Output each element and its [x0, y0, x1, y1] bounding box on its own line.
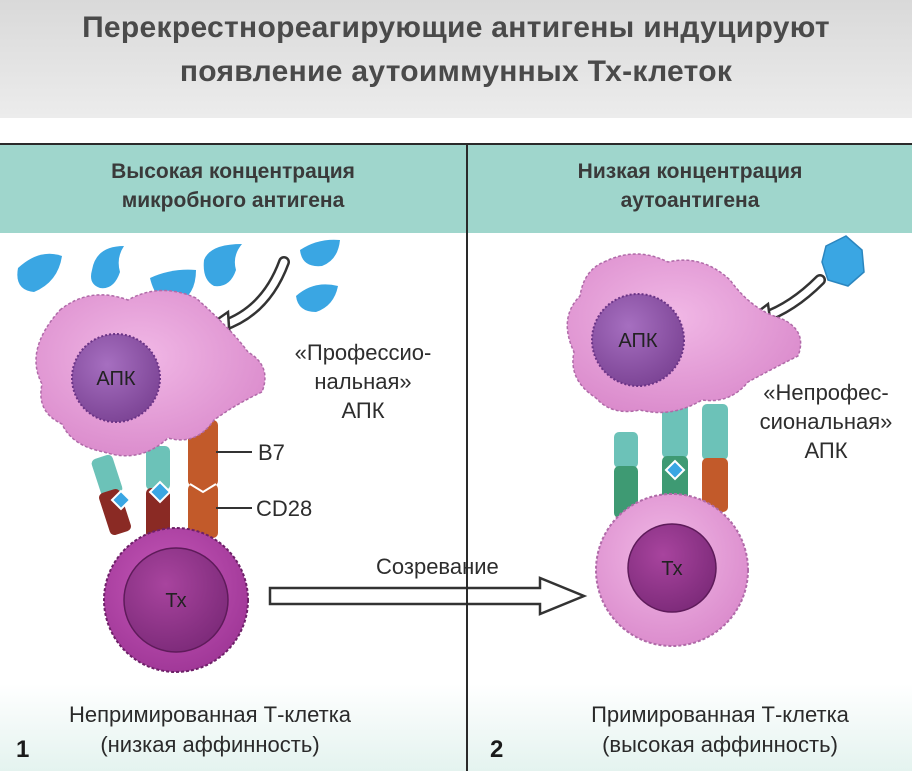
antigen-drop-icon	[203, 244, 242, 287]
maturation-arrow	[268, 576, 588, 616]
antigen-drop-icon	[17, 253, 62, 292]
panel-2-apc-type-label: «Непрофес- сиональная» АПК	[740, 378, 912, 465]
antigen-drop-icon	[296, 284, 338, 312]
panel-1-header-line2: микробного антигена	[121, 189, 345, 212]
panel-1-apc-type-label: «Профессио- нальная» АПК	[268, 338, 458, 425]
molecule-leader-lines	[216, 451, 252, 509]
mhc-tcr-pair	[146, 446, 172, 538]
antigen-crystal-icon	[821, 235, 865, 287]
panel-2-tcell: Тх	[595, 493, 749, 647]
panel-2-apc-type-line1: «Непрофес-	[763, 380, 889, 405]
maturation-label: Созревание	[376, 554, 499, 579]
panel-2-apc-type-line3: АПК	[804, 438, 848, 463]
page-title-line1: Перекрестнореагирующие антигены индуциру…	[82, 11, 830, 44]
panel-2-header-line1: Низкая концентрация	[577, 160, 803, 183]
panel-1-apc-label: АПК	[96, 368, 135, 390]
b7-label: B7	[258, 440, 285, 465]
panel-2-header: Низкая концентрация аутоантигена	[468, 145, 912, 233]
panel-1-caption-line2: (низкая аффинность)	[100, 732, 320, 757]
panel-2-apc: АПК	[566, 253, 802, 414]
panel-1-apc: АПК	[35, 289, 266, 457]
page-title-line2: появление аутоиммунных Тх-клеток	[179, 55, 733, 88]
antigen-drop-icon	[91, 246, 124, 289]
panel-1-tcell-label: Тх	[165, 590, 186, 612]
panel-2-antigen	[821, 235, 865, 287]
panel-1-number: 1	[16, 736, 30, 763]
footer-band	[0, 684, 912, 771]
panel-2-tcell-label: Тх	[661, 558, 682, 580]
panel-divider	[466, 143, 468, 771]
panel-1-caption-line1: Непримированная Т-клетка	[68, 702, 352, 727]
panel-2-apc-type-line2: сиональная»	[759, 409, 893, 434]
panel-1-apc-type-line2: нальная»	[314, 369, 412, 394]
b7-cd28-pair	[702, 404, 728, 512]
panel-1-header: Высокая концентрация микробного антигена	[0, 145, 466, 233]
panel-2-caption-line1: Примированная Т-клетка	[591, 702, 849, 727]
panel-1-apc-type-line3: АПК	[341, 398, 385, 423]
antigen-drop-icon	[300, 239, 340, 267]
panel-2-receptors	[614, 396, 728, 518]
page-title: Перекрестнореагирующие антигены индуциру…	[0, 6, 912, 94]
mhc-tcr-pair	[91, 454, 132, 536]
panel-2-caption-line2: (высокая аффинность)	[602, 732, 838, 757]
panel-2-header-line2: аутоантигена	[620, 189, 760, 212]
panel-1-caption: Непримированная Т-клетка (низкая аффинно…	[20, 700, 400, 760]
panel-1-header-line1: Высокая концентрация	[111, 160, 355, 183]
panel-1-apc-type-line1: «Профессио-	[294, 340, 432, 365]
top-rule	[0, 143, 912, 145]
panel-2-apc-label: АПК	[618, 330, 657, 352]
panel-1-tcell: Тх	[103, 527, 249, 673]
panel-2-caption: Примированная Т-клетка (высокая аффиннос…	[540, 700, 900, 760]
panel-2-number: 2	[490, 736, 504, 763]
title-band	[0, 0, 912, 118]
cd28-label: CD28	[256, 496, 313, 521]
